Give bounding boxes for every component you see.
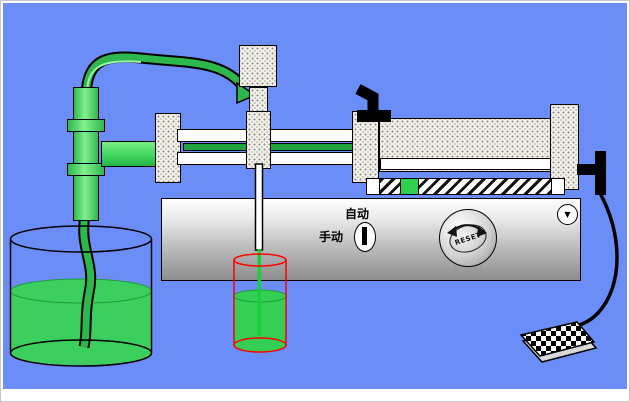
toggle-lever[interactable] [362, 227, 367, 245]
needle-holder-block [246, 111, 271, 169]
supply-tube [80, 51, 249, 100]
pedal-cable [556, 192, 619, 334]
mode-auto-label: 自动 [345, 207, 370, 221]
filling-head-block [239, 45, 277, 87]
valve-outlet-connector [101, 141, 157, 167]
filling-head-stem [249, 87, 268, 112]
slide-bar-right-cap [551, 178, 565, 195]
indicator-button[interactable]: ▼ [557, 204, 578, 225]
stroke-stop-bar [595, 151, 606, 195]
filling-needle [254, 163, 264, 251]
collection-beaker [233, 253, 287, 353]
cylinder-end-cap [550, 104, 579, 190]
drive-rod [577, 164, 599, 175]
knob-rotation-arrow [447, 224, 487, 237]
left-mount-block [155, 113, 181, 183]
nozzle-inlet-fitting [236, 81, 257, 105]
valve-joint-lower [67, 163, 105, 176]
supply-tank [9, 225, 153, 367]
stroke-marker-green[interactable] [400, 178, 419, 195]
mode-toggle-switch[interactable] [354, 222, 376, 252]
mode-manual-label: 手动 [319, 230, 344, 244]
valve-joint-upper [67, 119, 105, 132]
cylinder-mount-block [352, 111, 379, 183]
triangle-down-icon: ▼ [564, 210, 571, 219]
liquid-stream [257, 249, 261, 336]
reset-knob[interactable]: RESET [439, 209, 497, 267]
handle-lever[interactable] [355, 84, 379, 117]
inlet-valve-column [73, 87, 99, 221]
suction-tube [78, 214, 97, 349]
foot-pedal[interactable] [519, 321, 598, 363]
